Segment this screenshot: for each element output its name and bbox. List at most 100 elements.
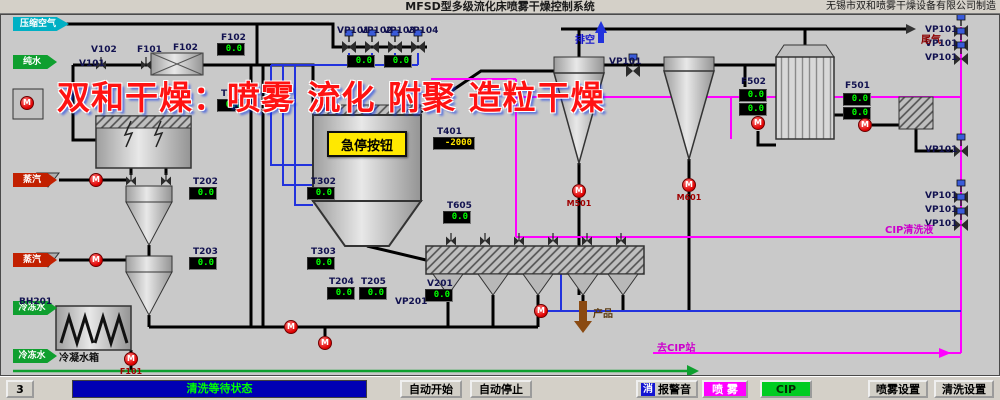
value-display: 0.0 — [217, 99, 245, 112]
auto-start-button[interactable]: 自动开始 — [400, 380, 462, 398]
flow-label: CIP清洗液 — [885, 225, 934, 236]
value-display: 0.0 — [307, 187, 335, 200]
pump-indicator[interactable]: M — [124, 352, 138, 366]
stream-arrow-label: 蒸汽 — [13, 253, 57, 267]
value-display: 0.0 — [359, 287, 387, 300]
value-display: 0.0 — [307, 257, 335, 270]
product-arrow — [574, 301, 592, 333]
value-display: 0.0 — [443, 211, 471, 224]
bed-funnel — [607, 273, 639, 296]
watermark-body: 喷雾 流化 附聚 造粒干燥 — [227, 78, 605, 117]
main-duct-pipes — [55, 22, 953, 371]
title-bar: MFSD型多级流化床喷雾干燥控制系统 无锡市双和喷雾干燥设备有限公司制造 — [0, 0, 1000, 14]
equipment-tag: VP101 — [609, 57, 642, 67]
pump-indicator[interactable]: M — [572, 184, 586, 198]
pump-indicator[interactable]: M — [858, 118, 872, 132]
page-counter-button[interactable]: 3 — [6, 380, 34, 398]
equipment-tag: F102 — [173, 43, 198, 53]
pump-indicator[interactable]: M — [20, 96, 34, 110]
pump-indicator[interactable]: M — [89, 253, 103, 267]
equipment-tag: V201 — [427, 279, 453, 289]
value-display: 0.0 — [189, 187, 217, 200]
stream-arrow-label: 冷冻水 — [13, 349, 57, 363]
emergency-stop-button[interactable]: 急停按钮 — [327, 131, 407, 157]
equipment-tag: VP101 — [925, 25, 958, 35]
value-display: 0.0 — [384, 55, 412, 68]
electrode-icon — [123, 120, 134, 148]
value-display: 0.0 — [739, 103, 767, 116]
flow-label: 尾气 — [921, 35, 941, 46]
equipment-tag: VP104 — [406, 26, 439, 36]
equipment-tag: V101 — [79, 59, 105, 69]
equipment-tag: T205 — [361, 277, 386, 287]
equipment-tag: F502 — [741, 77, 766, 87]
bed-funnel — [432, 273, 464, 296]
mute-alarm-button[interactable]: 消 报警音 — [636, 380, 698, 398]
pump-indicator[interactable]: M — [318, 336, 332, 350]
value-display: 0.0 — [739, 89, 767, 102]
equipment-tag: V102 — [91, 45, 117, 55]
stream-arrow-label: 冷冻水 — [13, 301, 57, 315]
equipment-tag: VP101 — [925, 145, 958, 155]
value-display: 0.0 — [843, 107, 871, 120]
equipment-tag: T302 — [311, 177, 336, 187]
spray-mode-button[interactable]: 喷 雾 — [702, 380, 748, 398]
status-bar: 清洗等待状态 — [72, 380, 367, 398]
condenser — [775, 56, 835, 140]
value-display: 0.0 — [327, 287, 355, 300]
flow-label: 冷凝水箱 — [59, 353, 99, 364]
pump-indicator[interactable]: M — [751, 116, 765, 130]
pump-indicator[interactable]: M — [534, 304, 548, 318]
fluid-bed — [425, 245, 645, 275]
tank-coil-icon — [59, 311, 95, 349]
flow-label: 排空 — [575, 35, 595, 46]
pump-tag: M501 — [566, 199, 592, 208]
pump-indicator[interactable]: M — [284, 320, 298, 334]
equipment-tag: BH201 — [19, 297, 53, 307]
spray-tower — [312, 114, 422, 202]
equipment-tag: T203 — [193, 247, 218, 257]
equipment-tag: T401 — [437, 127, 462, 137]
equipment-tag: VP102 — [360, 26, 393, 36]
flow-label: 产品 — [593, 309, 613, 320]
value-display: 0.0 — [189, 257, 217, 270]
pump-indicator[interactable]: M — [682, 178, 696, 192]
spray-settings-button[interactable]: 喷雾设置 — [868, 380, 928, 398]
cip-arrowhead — [939, 348, 951, 358]
value-display: 0.0 — [347, 55, 375, 68]
equipment-tag: F101 — [137, 45, 162, 55]
bed-funnel — [522, 273, 554, 296]
pump-tag: F101 — [119, 367, 143, 376]
equipment-tag: VP101 — [925, 219, 958, 229]
clean-settings-button[interactable]: 清洗设置 — [934, 380, 994, 398]
value-display: -2000 — [433, 137, 475, 150]
auto-stop-button[interactable]: 自动停止 — [470, 380, 532, 398]
flow-label: 去CIP站 — [657, 343, 696, 354]
mute-label: 报警音 — [658, 382, 691, 396]
bed-funnel — [477, 273, 509, 296]
piping-and-equipment — [12, 15, 969, 375]
equipment-tag: T201 — [221, 89, 246, 99]
value-display: 0.0 — [425, 289, 453, 302]
equipment-tag: VP201 — [395, 297, 428, 307]
equipment-tag: T605 — [447, 201, 472, 211]
electrode-icon — [153, 120, 164, 148]
stream-arrow-label: 纯水 — [13, 55, 57, 69]
equipment-tag: VP103 — [383, 26, 416, 36]
watermark: 双和干燥：喷雾 流化 附聚 造粒干燥 — [57, 71, 604, 119]
cip-mode-button[interactable]: CIP — [760, 380, 812, 398]
equipment-tag: F102 — [221, 33, 246, 43]
exhaust-arrowhead — [906, 24, 916, 34]
pump-indicator[interactable]: M — [89, 173, 103, 187]
equipment-tag: VP101 — [925, 39, 958, 49]
stream-arrow-label: 压缩空气 — [13, 17, 69, 31]
status-text: 清洗等待状态 — [186, 382, 253, 395]
equipment-tag: T202 — [193, 177, 218, 187]
equipment-tag: VP101 — [925, 53, 958, 63]
equipment-tag: T303 — [311, 247, 336, 257]
bed-funnel — [567, 273, 599, 296]
exhaust-filter-box — [898, 96, 934, 130]
